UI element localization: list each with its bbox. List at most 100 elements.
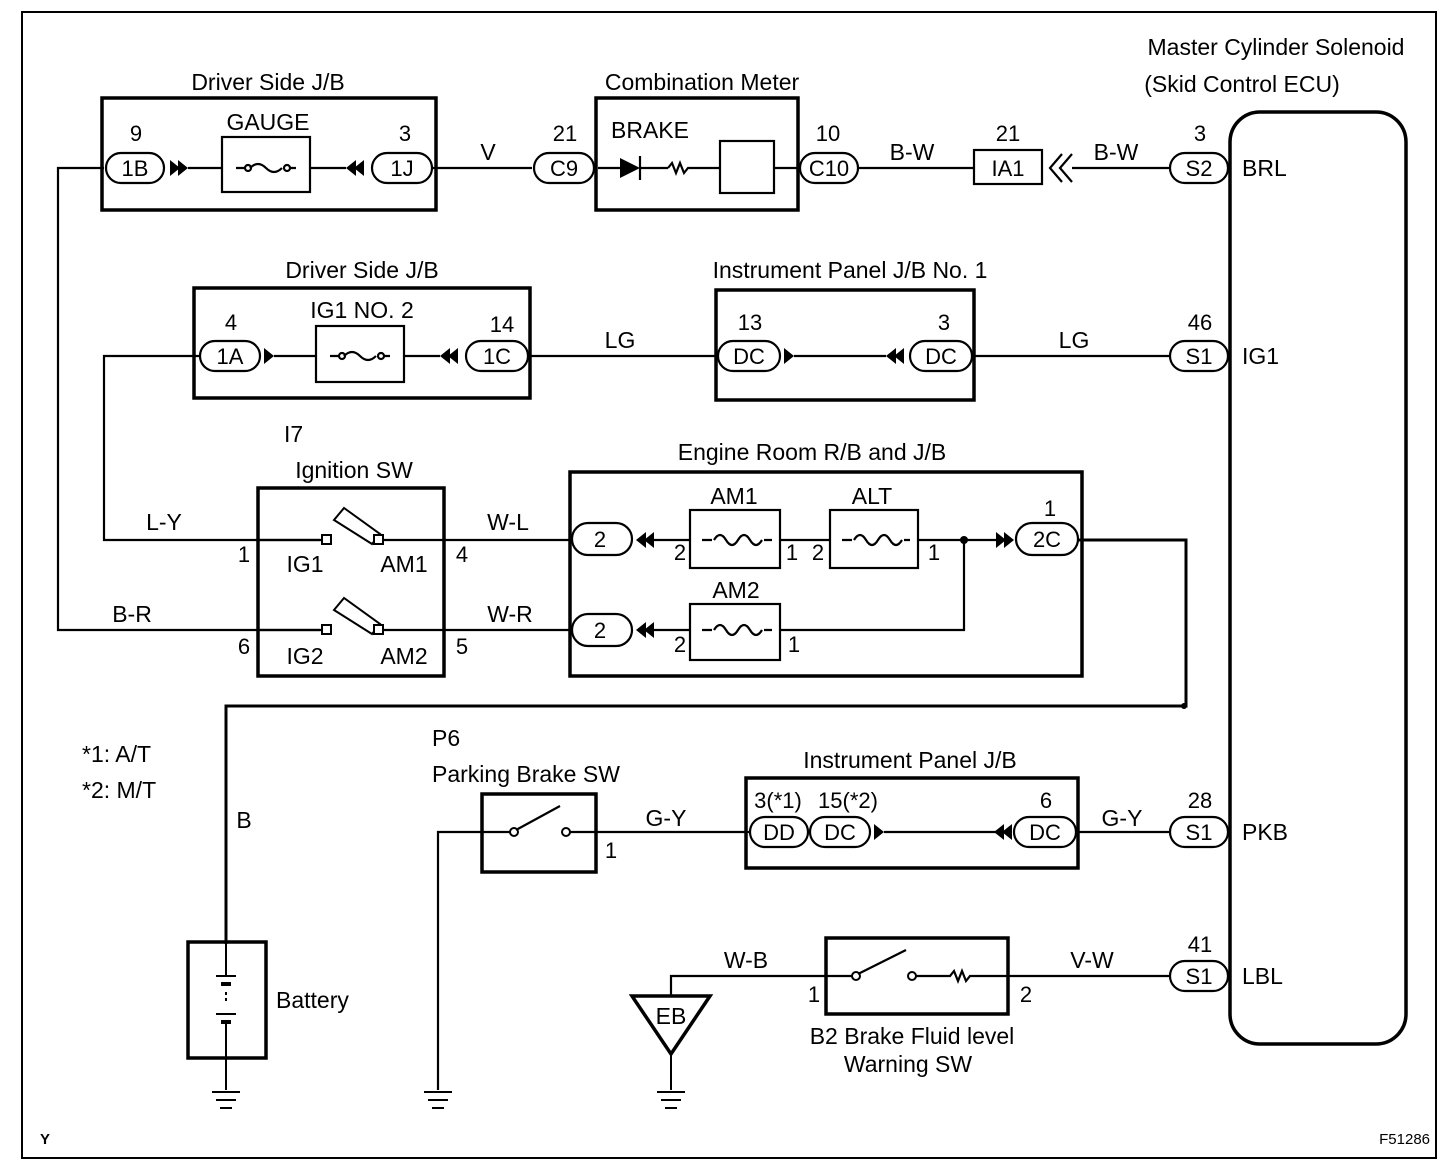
pin-ip1-3: 3	[938, 310, 950, 335]
conn-dc-15	[808, 815, 872, 849]
ecu-term-pkb: PKB	[1242, 819, 1288, 845]
svg-text:2C: 2C	[1033, 527, 1061, 552]
svg-text:2: 2	[594, 618, 606, 643]
ground-icon	[424, 1091, 452, 1109]
fuse-am1-label: AM1	[710, 483, 757, 509]
svg-text:1J: 1J	[390, 156, 413, 181]
ignition-sw-title: Ignition SW	[295, 457, 413, 483]
pin-ia1-21: 21	[996, 121, 1020, 146]
parking-switch-blade	[515, 805, 561, 831]
ecu-pin-3: 3	[1194, 121, 1206, 146]
bf-pin-2: 2	[1020, 982, 1032, 1007]
conn-dd	[748, 815, 810, 849]
ecu-pin-41: 41	[1188, 932, 1212, 957]
ign-am2: AM2	[380, 643, 427, 669]
svg-text:S1: S1	[1186, 820, 1213, 845]
note-at: *1: A/T	[82, 741, 151, 767]
wire-ly-path	[102, 354, 320, 542]
svg-text:S2: S2	[1186, 156, 1213, 181]
ecu-pin-46: 46	[1188, 310, 1212, 335]
connector-arrow-icon	[170, 160, 188, 176]
driver-jb-2-title: Driver Side J/B	[285, 257, 438, 283]
ip-jb-title: Instrument Panel J/B	[803, 747, 1017, 773]
fusible-link-icon	[702, 623, 772, 637]
ecu-term-lbl: LBL	[1242, 963, 1283, 989]
svg-text:S1: S1	[1186, 964, 1213, 989]
conn-s2	[1168, 151, 1230, 185]
resistor-icon	[916, 968, 1008, 984]
svg-text:C10: C10	[809, 156, 849, 181]
wire-ly: L-Y	[146, 509, 182, 535]
fuse-alt-label: ALT	[852, 483, 892, 509]
combination-meter-box	[594, 96, 800, 212]
svg-text:C9: C9	[550, 156, 578, 181]
svg-text:2: 2	[674, 540, 686, 565]
combination-meter-title: Combination Meter	[605, 69, 800, 95]
pin-er-1: 1	[1044, 496, 1056, 521]
diagram-frame	[21, 11, 1437, 1159]
ground-icon	[212, 1091, 240, 1109]
meter-lamp	[718, 139, 776, 195]
wire-wl: W-L	[487, 509, 529, 535]
svg-text:1A: 1A	[217, 344, 244, 369]
gauge-fuse	[220, 135, 312, 194]
ground-icon	[657, 1091, 685, 1109]
conn-s1-lbl	[1168, 959, 1230, 993]
pin-4: 4	[225, 310, 237, 335]
svg-text:1: 1	[788, 632, 800, 657]
wire-v: V	[480, 139, 496, 165]
driver-jb-1-title: Driver Side J/B	[191, 69, 344, 95]
conn-c9	[532, 151, 596, 185]
ig1-no2-fuse	[314, 324, 406, 384]
ign-ig1: IG1	[286, 551, 323, 577]
brake-lamp-label: BRAKE	[611, 117, 689, 143]
ip-jb-1-title: Instrument Panel J/B No. 1	[713, 257, 988, 283]
fusible-link-icon	[702, 533, 772, 547]
svg-text:IA1: IA1	[991, 156, 1024, 181]
svg-text:2: 2	[594, 527, 606, 552]
resistor-icon	[640, 160, 720, 176]
gauge-fuse-label: GAUGE	[226, 109, 309, 135]
driver-jb-2-box	[192, 286, 532, 400]
brake-fluid-switch-blade	[857, 949, 907, 975]
ign-pin-5: 5	[456, 634, 468, 659]
ign-am1: AM1	[380, 551, 427, 577]
svg-text:1B: 1B	[122, 156, 149, 181]
wire-bw-1: B-W	[890, 139, 935, 165]
pin-14: 14	[490, 312, 514, 337]
ip-jb-box	[744, 776, 1080, 870]
ip-pin-at: 3(*1)	[754, 788, 802, 813]
wire-br: B-R	[112, 601, 152, 627]
ecu-pin-28: 28	[1188, 788, 1212, 813]
bf-pin-1: 1	[808, 982, 820, 1007]
wire-b-path	[224, 538, 1188, 944]
conn-s1-ig1	[1168, 339, 1230, 373]
pin-21: 21	[553, 121, 577, 146]
wire-lg-2: LG	[1059, 327, 1090, 353]
pin-9: 9	[130, 121, 142, 146]
svg-text:2: 2	[674, 632, 686, 657]
battery-label: Battery	[276, 987, 349, 1013]
conn-er-2b	[570, 612, 634, 648]
ip-pin-6: 6	[1040, 788, 1052, 813]
svg-text:DC: DC	[733, 344, 765, 369]
ecu-box	[1228, 110, 1408, 1046]
wire-bw-2: B-W	[1094, 139, 1139, 165]
wire-br-path	[56, 166, 320, 632]
ignition-sw-ref: I7	[284, 421, 303, 447]
ground-eb-label: EB	[656, 1003, 687, 1029]
wire-gy-1: G-Y	[646, 805, 687, 831]
engine-room-title: Engine Room R/B and J/B	[678, 439, 946, 465]
wire-gy-2: G-Y	[1102, 805, 1143, 831]
conn-ia1	[972, 148, 1044, 186]
fuse-am2	[688, 602, 782, 662]
pin-10: 10	[816, 121, 840, 146]
pin-13: 13	[738, 310, 762, 335]
ign-pin-1: 1	[238, 542, 250, 567]
wire-vw: V-W	[1070, 947, 1114, 973]
connector-chevron-icon	[1048, 153, 1073, 183]
ignition-sw-box	[256, 486, 446, 678]
svg-text:1C: 1C	[483, 344, 511, 369]
driver-jb-1-box	[100, 96, 438, 212]
conn-s1-pkb	[1168, 815, 1230, 849]
